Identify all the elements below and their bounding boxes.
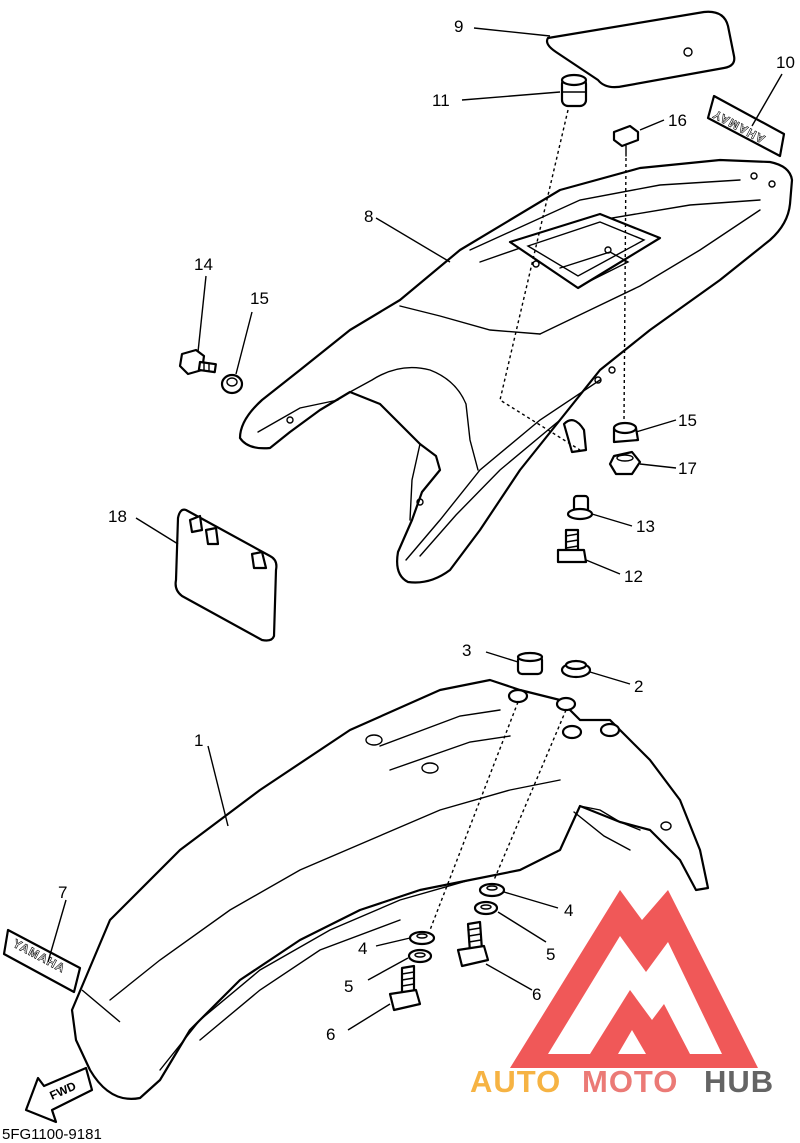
part-5-washer-left xyxy=(407,948,433,964)
callout-4-left: 4 xyxy=(358,939,367,958)
part-code: 5FG1100-9181 xyxy=(2,1126,102,1143)
watermark-auto: AUTO xyxy=(470,1064,561,1099)
part-7-yamaha-decal: YAMAHA xyxy=(2,928,82,994)
part-13-collar xyxy=(566,494,594,521)
callout-17: 17 xyxy=(678,459,697,478)
part-8-rear-fender xyxy=(238,158,794,584)
callout-6-left: 6 xyxy=(326,1025,335,1044)
callout-10: 10 xyxy=(776,53,795,72)
part-1-front-fender xyxy=(70,678,710,1100)
callout-6-right: 6 xyxy=(532,985,541,1004)
part-4-washer-left xyxy=(408,930,436,946)
part-17-nut xyxy=(608,450,642,476)
part-16-clip xyxy=(612,124,640,157)
part-4-washer-right xyxy=(478,882,506,898)
part-2-grommet xyxy=(560,659,592,679)
callout-13: 13 xyxy=(636,517,655,536)
callout-5-left: 5 xyxy=(344,977,353,996)
callout-11: 11 xyxy=(432,91,450,110)
part-18-plate xyxy=(174,508,278,642)
part-3-collar xyxy=(516,651,544,676)
part-11-grommet xyxy=(560,73,588,108)
watermark: AUTO MOTO HUB xyxy=(470,890,774,1099)
part-15-collar-left xyxy=(220,373,244,395)
part-6-bolt-left xyxy=(388,964,422,1012)
callout-4-right: 4 xyxy=(564,901,573,920)
watermark-logo-icon xyxy=(510,890,758,1068)
watermark-moto: MOTO xyxy=(582,1064,678,1099)
part-6-bolt-right xyxy=(456,920,490,968)
callout-2: 2 xyxy=(634,677,643,696)
callout-15-right: 15 xyxy=(678,411,697,430)
part-9-plate xyxy=(545,10,736,89)
callout-14: 14 xyxy=(194,255,213,274)
fwd-arrow: FWD xyxy=(24,1066,94,1124)
callout-7: 7 xyxy=(58,883,67,902)
part-14-bolt xyxy=(178,348,217,376)
callout-1: 1 xyxy=(194,731,203,750)
callout-numbers: 9 10 11 16 8 14 15 15 17 13 12 18 3 2 1 … xyxy=(58,17,795,1044)
callout-5-right: 5 xyxy=(546,945,555,964)
callout-15-left: 15 xyxy=(250,289,269,308)
part-5-washer-right xyxy=(473,900,499,916)
assembly-lines xyxy=(429,109,627,931)
part-10-yamaha-decal: YAMAHA xyxy=(706,94,786,158)
callout-16: 16 xyxy=(668,111,687,130)
callout-9: 9 xyxy=(454,17,463,36)
callout-18: 18 xyxy=(108,507,127,526)
callout-3: 3 xyxy=(462,641,471,660)
callout-12: 12 xyxy=(624,567,643,586)
leader-lines xyxy=(47,27,783,1031)
watermark-hub: HUB xyxy=(704,1064,774,1099)
part-15-collar-right xyxy=(612,421,640,444)
part-12-bolt xyxy=(556,528,588,564)
callout-8: 8 xyxy=(364,207,373,226)
